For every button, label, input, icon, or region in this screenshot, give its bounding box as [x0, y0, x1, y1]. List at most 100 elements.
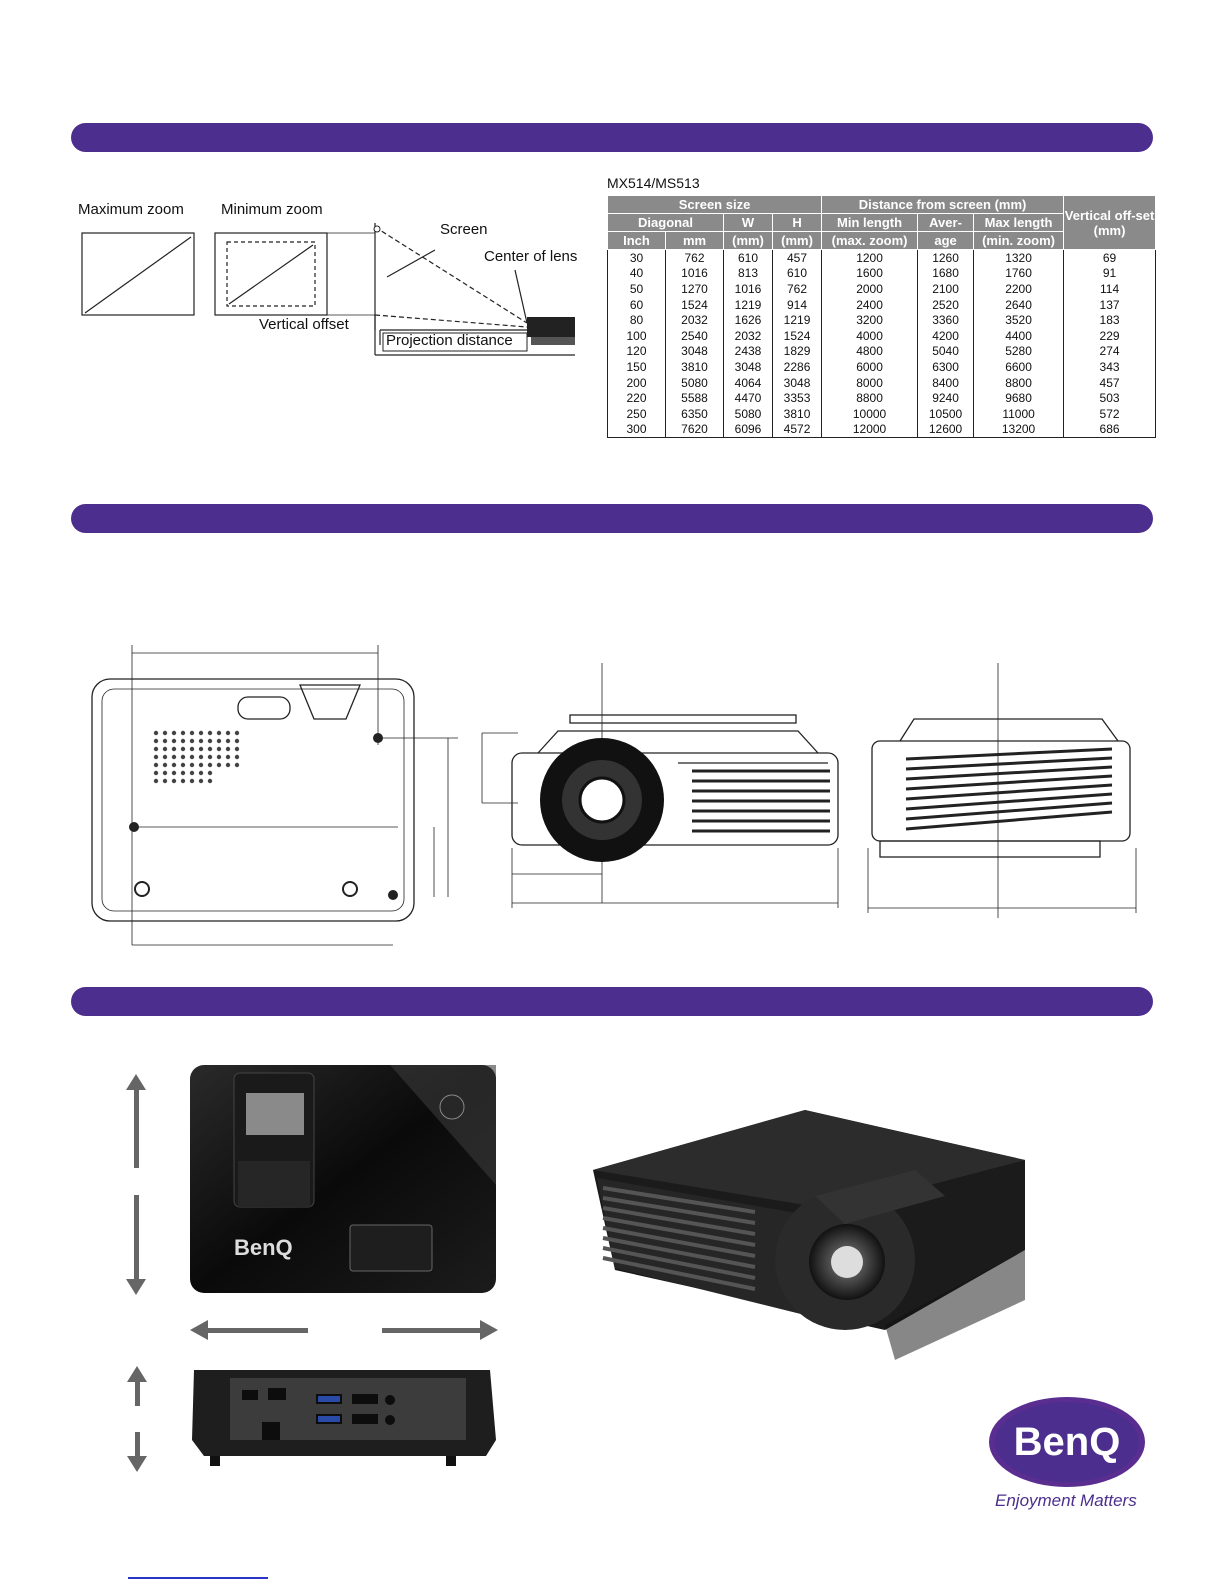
section-band-3 [71, 987, 1153, 1016]
angled-vent-slat [602, 1206, 756, 1236]
vent-hole [180, 754, 186, 760]
vent-hole [198, 730, 204, 736]
table-cell: 1524 [665, 296, 724, 313]
header-w: W [723, 213, 773, 232]
table-cell: 1270 [665, 281, 724, 297]
table-cell: 572 [1063, 405, 1157, 422]
table-cell: 2200 [973, 281, 1065, 297]
table-cell: 69 [1063, 249, 1157, 266]
vent-hole [162, 746, 168, 752]
vent-hole [234, 746, 240, 752]
vent-hole [234, 762, 240, 768]
vent-hole [225, 754, 231, 760]
section-band-1 [71, 123, 1153, 152]
table-cell: 6300 [917, 359, 975, 375]
table-cell: 12600 [917, 421, 975, 439]
benq-logo-mark: BenQ [989, 1397, 1145, 1487]
table-cell: 50 [607, 281, 666, 297]
projector-side-view-drawing [867, 663, 1137, 918]
vent-hole [153, 754, 159, 760]
table-cell: 762 [771, 281, 823, 297]
table-cell: 1200 [821, 249, 919, 266]
table-cell: 3048 [665, 343, 724, 360]
table-cell: 4800 [821, 343, 919, 360]
vent-hole [162, 738, 168, 744]
angled-vent-slat [602, 1256, 756, 1291]
header-max-length: Max length [973, 213, 1065, 232]
table-cell: 40 [607, 265, 666, 282]
table-cell: 4470 [723, 390, 773, 406]
table-cell: 300 [607, 421, 666, 439]
header-distance: Distance from screen (mm) [821, 195, 1065, 214]
vent-hole [180, 778, 186, 784]
table-cell: 1260 [917, 249, 975, 266]
vent-hole [198, 746, 204, 752]
vent-hole [225, 746, 231, 752]
table-cell: 9680 [973, 390, 1065, 406]
table-cell: 60 [607, 296, 666, 313]
side-vent-slat [905, 756, 1113, 771]
table-cell: 80 [607, 312, 666, 328]
table-cell: 91 [1063, 265, 1157, 282]
header-average-bottom: age [917, 231, 975, 250]
table-cell: 1600 [821, 265, 919, 282]
vent-hole [153, 738, 159, 744]
table-cell: 8000 [821, 374, 919, 391]
vent-hole [198, 754, 204, 760]
table-cell: 610 [723, 249, 773, 266]
arrow-right-icon [480, 1320, 498, 1340]
table-cell: 3360 [917, 312, 975, 328]
vent-hole [225, 730, 231, 736]
table-cell: 2032 [665, 312, 724, 328]
side-vent-slat [905, 747, 1113, 761]
vent-hole [171, 730, 177, 736]
table-cell: 1626 [723, 312, 773, 328]
table-cell: 4200 [917, 327, 975, 344]
table-cell: 6600 [973, 359, 1065, 375]
table-cell: 3048 [723, 359, 773, 375]
angled-vent-slat [602, 1216, 756, 1247]
center-of-lens-label: Center of lens [484, 248, 578, 265]
vent-hole [180, 770, 186, 776]
arrow-up-icon [126, 1074, 146, 1090]
table-cell: 5080 [665, 374, 724, 391]
benq-logo: BenQ [985, 1390, 1150, 1495]
table-cell: 2520 [917, 296, 975, 313]
table-cell: 10000 [821, 405, 919, 422]
vent-hole [180, 738, 186, 744]
header-screen-size: Screen size [606, 195, 823, 214]
projector-rear-photo [192, 1370, 496, 1466]
header-inch: Inch [607, 231, 666, 250]
table-cell: 274 [1063, 343, 1157, 360]
vent-hole [171, 762, 177, 768]
table-cell: 1320 [973, 249, 1065, 266]
table-cell: 4400 [973, 327, 1065, 344]
benq-logo-text: BenQ [1014, 1420, 1121, 1464]
header-h-unit: (mm) [771, 231, 823, 250]
table-cell: 8400 [917, 374, 975, 391]
vent-hole [225, 738, 231, 744]
vent-hole [162, 778, 168, 784]
table-cell: 610 [771, 265, 823, 282]
screen-size-table-section: MX514/MS513 Screen size Distance from sc… [606, 175, 1157, 439]
vent-hole [189, 746, 195, 752]
side-vent-slat [905, 765, 1113, 781]
table-cell: 4064 [723, 374, 773, 391]
table-cell: 10500 [917, 405, 975, 422]
angled-vent-slat [602, 1236, 756, 1269]
minimum-zoom-label: Minimum zoom [221, 201, 323, 218]
vent-hole [234, 738, 240, 744]
table-cell: 457 [771, 249, 823, 266]
vent-hole [198, 778, 204, 784]
table-cell: 2438 [723, 343, 773, 360]
table-cell: 686 [1063, 421, 1157, 439]
vent-hole [162, 762, 168, 768]
